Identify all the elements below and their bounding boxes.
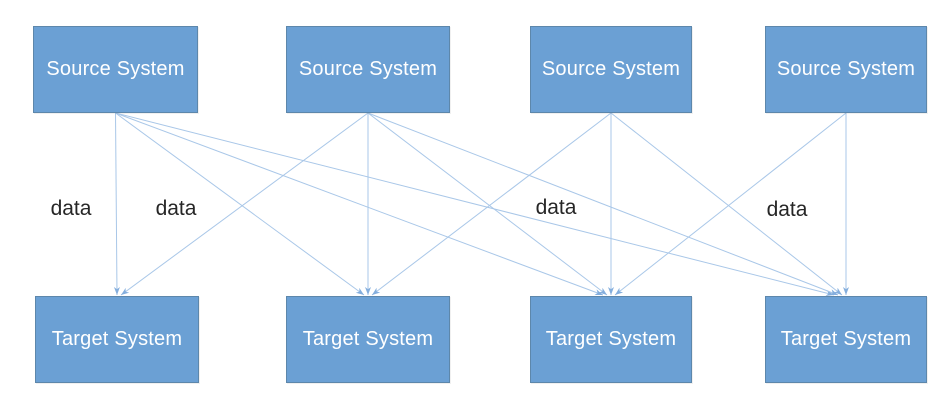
- edge-source-1-to-target-1: [113, 112, 120, 296]
- edge-source-4-to-target-3: [614, 112, 847, 296]
- target-system-box-4-label: Target System: [780, 328, 912, 350]
- data-flow-label-4: data: [766, 198, 808, 221]
- edge-source-1-to-target-4: [115, 112, 835, 296]
- source-system-box-3: Source System: [530, 26, 692, 113]
- data-flow-label-1: data: [50, 197, 92, 220]
- target-system-box-3-label: Target System: [545, 328, 677, 350]
- target-system-box-1-label: Target System: [51, 328, 183, 350]
- source-system-box-2: Source System: [286, 26, 450, 113]
- target-system-box-1: Target System: [35, 296, 199, 383]
- source-system-box-2-label: Source System: [298, 58, 438, 80]
- edge-source-3-to-target-4: [610, 112, 843, 296]
- edge-source-2-to-target-1: [120, 112, 369, 296]
- edge-source-1-to-target-3: [115, 112, 604, 296]
- edge-source-1-to-target-2: [115, 112, 365, 296]
- edge-source-3-to-target-2: [371, 112, 612, 296]
- data-flow-label-3: data: [535, 196, 577, 219]
- source-system-box-3-label: Source System: [541, 58, 681, 80]
- source-system-box-1: Source System: [33, 26, 198, 113]
- source-system-box-4: Source System: [765, 26, 927, 113]
- target-system-box-2-label: Target System: [302, 328, 434, 350]
- source-system-box-1-label: Source System: [46, 58, 185, 80]
- edge-source-2-to-target-3: [367, 112, 608, 296]
- edge-source-2-to-target-4: [367, 112, 839, 296]
- source-system-box-4-label: Source System: [776, 58, 916, 80]
- target-system-box-3: Target System: [530, 296, 692, 383]
- target-system-box-4: Target System: [765, 296, 927, 383]
- data-flow-label-2: data: [155, 197, 197, 220]
- target-system-box-2: Target System: [286, 296, 450, 383]
